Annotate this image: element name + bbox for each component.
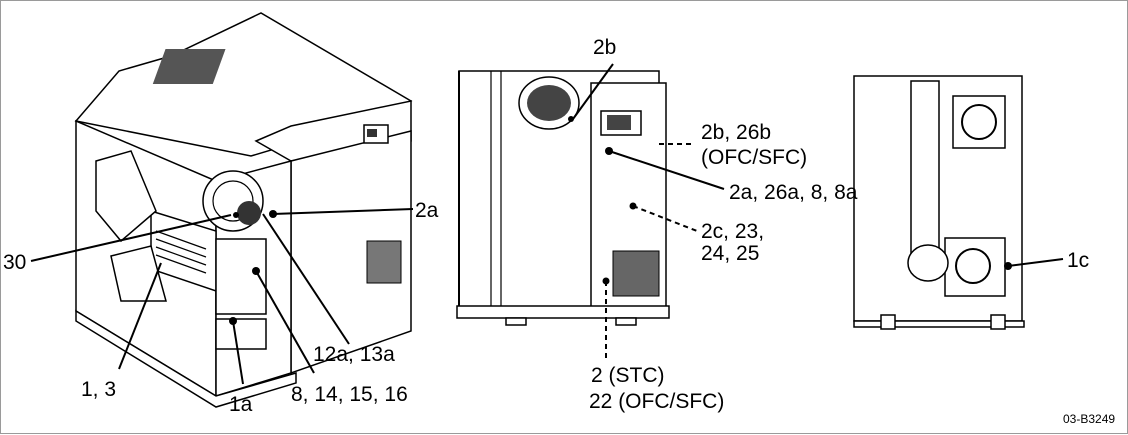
callout-30: 30 bbox=[3, 251, 26, 274]
leaders-front-view bbox=[572, 63, 725, 361]
callout-2b-top: 2b bbox=[593, 36, 616, 59]
callout-ofc-sfc: (OFC/SFC) bbox=[701, 146, 807, 169]
leaders-left-view bbox=[30, 208, 414, 385]
callout-24-25: 24, 25 bbox=[701, 242, 759, 265]
callout-1c: 1c bbox=[1067, 249, 1089, 272]
callout-2c-23: 2c, 23, bbox=[701, 220, 764, 243]
callout-2a-left: 2a bbox=[415, 199, 439, 222]
callout-8-14-15-16: 8, 14, 15, 16 bbox=[291, 383, 408, 406]
callout-22-ofc-sfc: 22 (OFC/SFC) bbox=[589, 390, 724, 413]
callout-2-stc: 2 (STC) bbox=[591, 364, 665, 387]
callout-1-3: 1, 3 bbox=[81, 378, 116, 401]
front-view bbox=[456, 70, 670, 326]
figure-reference: 03-B3249 bbox=[1063, 412, 1115, 426]
callout-2b-26b: 2b, 26b bbox=[701, 121, 771, 144]
callout-12a-13a: 12a, 13a bbox=[313, 343, 395, 366]
rear-view bbox=[853, 75, 1025, 330]
callout-2a-26a-8-8a: 2a, 26a, 8, 8a bbox=[729, 181, 858, 204]
leader-1c bbox=[1007, 258, 1064, 267]
callout-1a: 1a bbox=[229, 393, 253, 416]
